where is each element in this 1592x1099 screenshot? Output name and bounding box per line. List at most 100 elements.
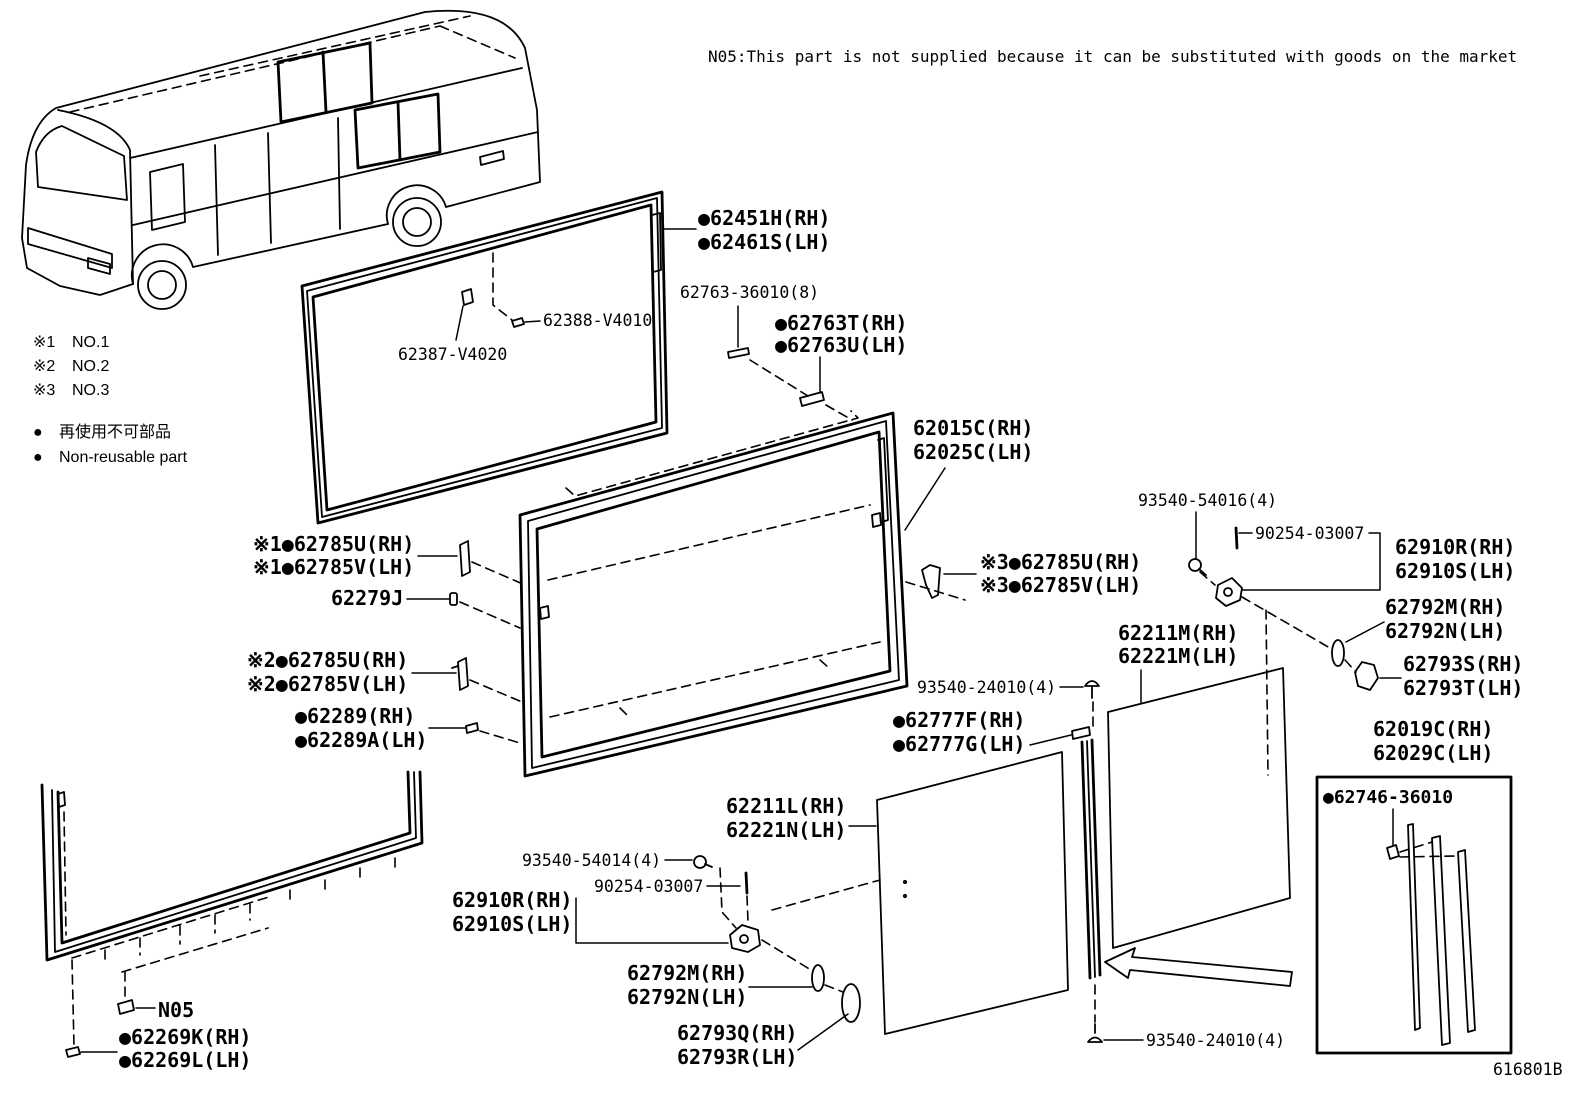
channel-edge-left (1080, 740, 1092, 980)
part-label-62025c-lh: 62025C(LH) (913, 440, 1033, 464)
vehicle-side-window (353, 92, 442, 170)
part-62289 (465, 722, 479, 734)
part-label-62387-v4020: 62387-V4020 (398, 345, 507, 364)
part-label-62279j: 62279J (331, 586, 403, 610)
part-label-62269k-rh: ●62269K(RH) (119, 1025, 251, 1049)
leader-62792-right (1345, 621, 1385, 643)
vehicle-headlight (87, 257, 111, 275)
part-label-62221n-lh: 62221N(LH) (726, 818, 846, 842)
part-label-62793r-lh: 62793R(LH) (677, 1045, 797, 1069)
part-label-62777g-lh: ●62777G(LH) (893, 732, 1025, 756)
weatherstrip-outer-edge (300, 190, 669, 525)
bracket-62910-lower-hole (739, 934, 749, 944)
clip-62777f (1071, 726, 1091, 740)
part-label-62793s-rh: 62793S(RH) (1403, 652, 1523, 676)
vehicle-marker-lamp (479, 150, 505, 166)
diagram-code: 616801B (1493, 1060, 1563, 1079)
channel-edge-middle (1086, 740, 1096, 978)
leader-62388 (524, 320, 541, 323)
clip-62785-no1 (459, 540, 471, 577)
part-label-62461s-lh: ●62461S(LH) (698, 230, 830, 254)
lower-frame-middle-edge (51, 771, 417, 953)
screw-93540-54016 (1188, 558, 1202, 572)
screw-93540-54014-stem (704, 863, 713, 868)
part-label-62221m-lh: 62221M(LH) (1118, 644, 1238, 668)
part-label-93540-24010-lower: 93540-24010(4) (1146, 1031, 1285, 1050)
part-label-62763-36010: 62763-36010(8) (680, 283, 819, 302)
clip-62388-part (511, 317, 525, 328)
header-note: N05:This part is not supplied because it… (708, 47, 1517, 66)
frame-inner-edge (535, 430, 892, 759)
screw-93540-54016-stem (1198, 568, 1207, 576)
vehicle-door-lines (214, 117, 341, 256)
part-label-62269l-lh: ●62269L(LH) (119, 1048, 251, 1072)
vehicle-roof-dashes (69, 15, 516, 113)
clip-62387-part (461, 288, 474, 306)
legend-mark: ● (33, 449, 43, 466)
frame-notch-right (871, 512, 882, 528)
window-weatherstrip (300, 190, 669, 525)
clip-62763t (799, 391, 825, 407)
knob-62793-right (1354, 661, 1379, 691)
vehicle-illustration (21, 9, 541, 310)
part-label-90254-03007-right: 90254-03007 (1255, 524, 1364, 543)
leader-62777f (1029, 734, 1072, 746)
clip-62269 (65, 1046, 81, 1058)
glass-panel-62211l (876, 751, 1069, 1035)
clip-n05 (117, 999, 135, 1015)
sash-strip-2 (1431, 835, 1451, 1046)
part-label-62910s-lh-lower: 62910S(LH) (452, 912, 572, 936)
part-label-62029c-lh: 62029C(LH) (1373, 741, 1493, 765)
weatherstrip-inner-edge (311, 203, 658, 512)
leader-lines (80, 228, 1402, 1053)
part-label-62910r-rh-right: 62910R(RH) (1395, 535, 1515, 559)
clip-locator-dashes (492, 252, 513, 321)
part-label-62451h-rh: ●62451H(RH) (698, 206, 830, 230)
lower-frame-tab (57, 791, 66, 808)
window-frame (518, 410, 909, 778)
part-label-62792n-lh-right: 62792N(LH) (1385, 619, 1505, 643)
pin-62763 (727, 347, 750, 359)
vehicle-front-wheel-hub (147, 270, 177, 300)
legend: ※1 NO.1 ※2 NO.2 ※3 NO.3 ● 再使用不可部品 ● Non-… (33, 334, 188, 466)
plate-62792-right (1331, 639, 1345, 667)
vehicle-body-outline (21, 9, 541, 296)
legend-label: Non-reusable part (59, 449, 188, 466)
bracket-62910-right-hole (1223, 587, 1233, 597)
sash-box-dashes (1399, 841, 1459, 858)
leader-62793q (797, 1013, 849, 1051)
leader-62015c (904, 467, 946, 531)
part-label-62388-v4010: 62388-V4010 (543, 311, 652, 330)
vehicle-rear-wheel-hub (402, 207, 432, 237)
pin-62763-dashes (749, 359, 853, 421)
part-label-62792m-rh-right: 62792M(RH) (1385, 595, 1505, 619)
regulator-right-dashes (1199, 571, 1357, 776)
legend-mark: ● (33, 424, 43, 441)
plate-62792-lower (811, 964, 825, 992)
part-label-93540-24010-upper: 93540-24010(4) (917, 678, 1056, 697)
part-label-62785v-no3: ※3●62785V(LH) (980, 573, 1141, 597)
leader-62910-lower (575, 897, 729, 944)
vehicle-rear-wheel (392, 197, 442, 247)
part-label-62289-rh: ●62289(RH) (295, 704, 415, 728)
vehicle-belt-line (132, 131, 539, 226)
part-label-62785u-no2: ※2●62785U(RH) (247, 648, 408, 672)
screw-93540-54014 (693, 855, 707, 869)
leader-62910-right (1242, 532, 1381, 591)
part-label-n05: N05 (158, 998, 194, 1022)
part-label-62793t-lh: 62793T(LH) (1403, 676, 1523, 700)
legend-label: NO.3 (72, 382, 109, 399)
vehicle-front-wheel (137, 260, 187, 310)
bracket-62910-right (1215, 577, 1243, 607)
bracket-62910-lower (729, 924, 761, 953)
sash-assembly-box (1315, 775, 1513, 1055)
frame-rail (877, 437, 889, 523)
clip-62785-no3 (921, 564, 941, 599)
clip-62785-no2 (451, 657, 469, 691)
clip-62746 (1386, 844, 1400, 860)
part-label-62289a-lh: ●62289A(LH) (295, 728, 427, 752)
part-label-62785u-no1: ※1●62785U(RH) (253, 532, 414, 556)
lower-frame-inner-edge (56, 770, 412, 945)
frame-notch-left (539, 605, 550, 620)
part-label-62785v-no1: ※1●62785V(LH) (253, 555, 414, 579)
